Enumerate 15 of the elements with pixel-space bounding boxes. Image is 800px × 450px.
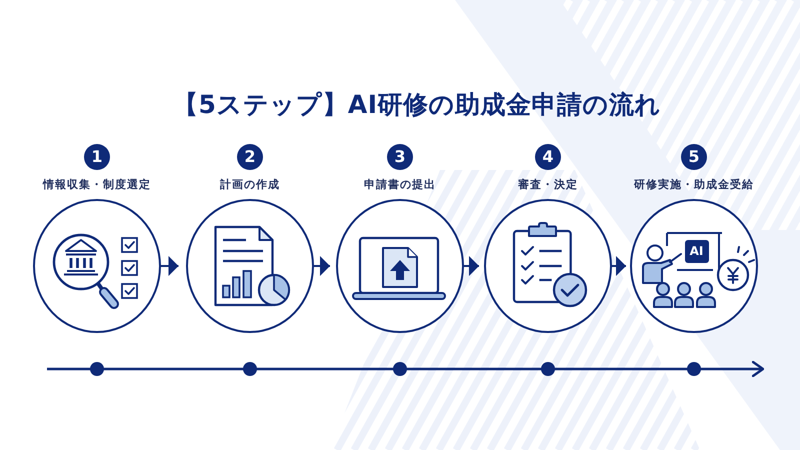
- title: 【5ステップ】AI研修の助成金申請の流れ: [172, 90, 662, 120]
- step-label: 審査・決定: [518, 178, 578, 192]
- step-label: 研修実施・助成金受給: [634, 178, 754, 192]
- step-label: 計画の作成: [220, 178, 280, 192]
- arrow: [161, 256, 178, 276]
- step-label: 情報収集・制度選定: [43, 178, 151, 192]
- arrow: [612, 256, 626, 276]
- board-sign: AI: [684, 240, 708, 262]
- step-label: 申請書の提出: [364, 178, 436, 192]
- number-badge: 4: [535, 144, 561, 170]
- arrow: [464, 256, 479, 276]
- number-badge: 2: [237, 144, 263, 170]
- arrow: [314, 256, 330, 276]
- number-badge: 1: [84, 144, 110, 170]
- number-badge: 3: [387, 144, 413, 170]
